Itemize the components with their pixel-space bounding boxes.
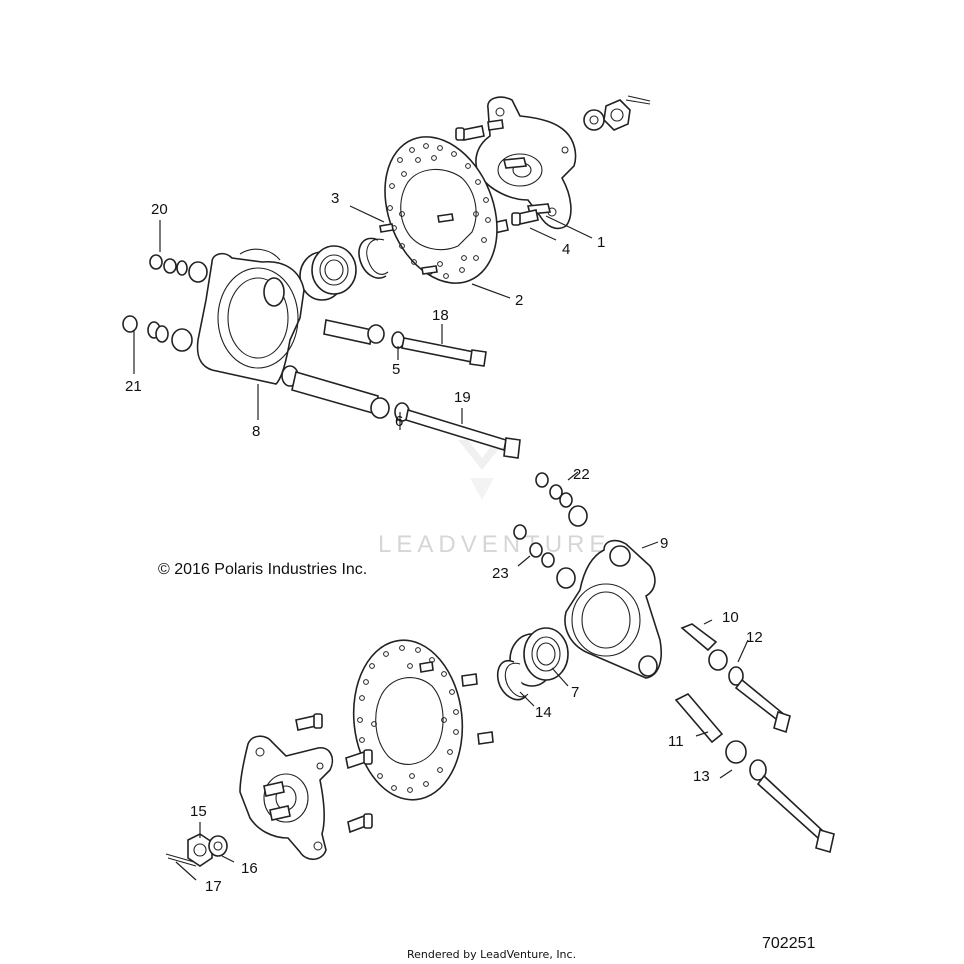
callout-12: 12	[746, 629, 763, 646]
callout-3: 3	[331, 190, 339, 207]
bearing-upper	[299, 245, 357, 301]
callout-16: 16	[241, 860, 258, 877]
brake-rotor-lower	[352, 639, 464, 801]
callout-17: 17	[205, 878, 222, 895]
callout-13: 13	[693, 768, 710, 785]
pins-and-bolts-upper	[291, 319, 521, 459]
pins-and-bolts-lower	[674, 623, 835, 854]
copyright-notice: © 2016 Polaris Industries Inc.	[158, 561, 367, 578]
leader-lines	[133, 205, 749, 881]
watermark-text: LEADVENTURE	[378, 531, 610, 558]
knuckle-upper	[196, 248, 305, 387]
callout-10: 10	[722, 609, 739, 626]
callout-8: 8	[252, 423, 260, 440]
diagram-number: 702251	[762, 935, 815, 952]
callout-18: 18	[432, 307, 449, 324]
callout-11: 11	[668, 733, 684, 750]
axle-nut-lower	[165, 833, 228, 867]
rotor-screws-lower	[419, 661, 494, 745]
callout-2: 2	[515, 292, 523, 309]
render-credit: Rendered by LeadVenture, Inc.	[407, 948, 576, 961]
hub-lower	[239, 735, 334, 861]
bushings-lower	[513, 472, 588, 589]
callout-1: 1	[597, 234, 605, 251]
callout-14: 14	[535, 704, 552, 721]
callout-23: 23	[492, 565, 509, 582]
callout-7: 7	[571, 684, 579, 701]
hub-upper	[475, 96, 577, 230]
callout-9: 9	[660, 535, 668, 552]
axle-nut-upper	[583, 95, 651, 131]
knuckle-lower	[564, 539, 662, 679]
callout-6: 6	[395, 413, 403, 430]
callout-20: 20	[151, 201, 168, 218]
callout-15: 15	[190, 803, 207, 820]
callout-21: 21	[125, 378, 142, 395]
callout-22: 22	[573, 466, 590, 483]
bushings-left	[122, 254, 208, 352]
callout-4: 4	[562, 241, 570, 258]
wheel-studs-lower	[295, 713, 373, 834]
callout-19: 19	[454, 389, 471, 406]
rotor-screws-upper	[379, 213, 454, 275]
callout-5: 5	[392, 361, 400, 378]
snap-ring-lower	[496, 659, 527, 701]
snap-ring-upper	[358, 237, 387, 279]
